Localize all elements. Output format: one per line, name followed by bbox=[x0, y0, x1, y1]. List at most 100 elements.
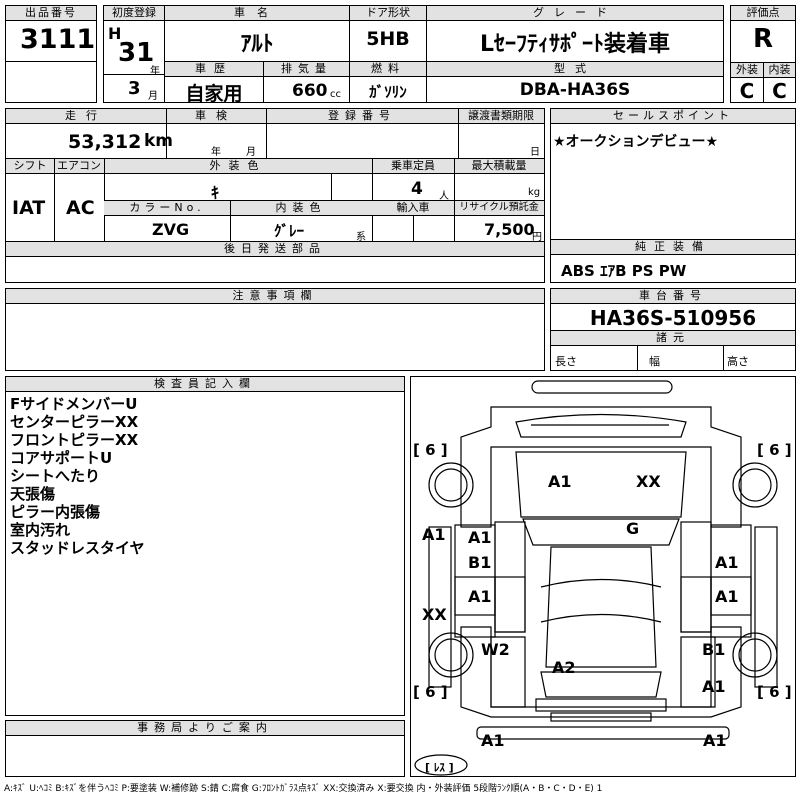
mark-left-fender: A1 bbox=[422, 525, 446, 544]
tire-tread-front-right: [ 6 ] bbox=[757, 441, 792, 459]
inspector-note: コアサポートU bbox=[10, 449, 113, 467]
mileage: 53,312 bbox=[68, 131, 142, 153]
exterior-grade-box: 外装 C bbox=[730, 62, 764, 103]
capacity-label: 乗車定員 bbox=[372, 159, 454, 174]
inspector-note: 天張傷 bbox=[10, 485, 56, 503]
shift: IAT bbox=[12, 197, 46, 219]
score-box: 評価点 R bbox=[730, 5, 796, 63]
mileage-label: 走行 bbox=[6, 109, 166, 124]
inspector-label: 検査員記入欄 bbox=[6, 377, 404, 392]
model-box: 型式 DBA-HA36S bbox=[426, 61, 724, 103]
inspection-year-unit: 年 bbox=[211, 147, 221, 158]
width-label: 幅 bbox=[649, 355, 660, 368]
sales-point-label: セールスポイント bbox=[551, 109, 795, 124]
mark-left-rear-quarter: W2 bbox=[481, 640, 510, 659]
history: 自家用 bbox=[185, 83, 243, 105]
registration-no-label: 登録番号 bbox=[266, 109, 458, 124]
tire-tread-front-left: [ 6 ] bbox=[413, 441, 448, 459]
capacity: 4 bbox=[411, 179, 423, 199]
lot-empty-box bbox=[5, 61, 97, 103]
int-color: ｸﾞﾚｰ bbox=[274, 222, 305, 240]
office-label: 事務局よりご案内 bbox=[6, 721, 404, 736]
fuel-box: 燃料 ｶﾞｿﾘﾝ bbox=[349, 61, 427, 103]
cc-unit: cc bbox=[330, 89, 341, 100]
grade-label: グレード bbox=[427, 6, 723, 21]
person-unit: 人 bbox=[439, 191, 449, 202]
inspection-month-unit: 月 bbox=[246, 147, 256, 158]
exterior-grade: C bbox=[739, 79, 755, 103]
details-block: 走行 車検 登録番号 譲渡書類期限 53,312 km 年 月 日 シフト エア… bbox=[5, 108, 545, 283]
inspector-note: センターピラーXX bbox=[10, 413, 139, 431]
first-registration-box: 初度登録 H 31 年 bbox=[103, 5, 165, 77]
mark-right-rear-lower: A1 bbox=[702, 677, 726, 696]
era-letter: H bbox=[108, 24, 122, 43]
later-parts-label: 後日発送部品 bbox=[6, 242, 544, 257]
year-unit: 年 bbox=[150, 66, 160, 77]
interior-label: 内装 bbox=[764, 63, 795, 78]
lot-number-label: 出品番号 bbox=[6, 6, 96, 21]
equipment-label: 純正装備 bbox=[551, 240, 795, 255]
chassis-number: HA36S-510956 bbox=[589, 306, 757, 330]
height-label: 高さ bbox=[727, 355, 749, 368]
yen-unit: 円 bbox=[532, 232, 542, 243]
inspector-note: ピラー内張傷 bbox=[10, 503, 101, 521]
inspector-note: フロントピラーXX bbox=[10, 431, 139, 449]
car-name-label: 車名 bbox=[165, 6, 349, 21]
specs-label: 諸元 bbox=[551, 331, 795, 346]
car-name: ｱﾙﾄ bbox=[240, 32, 274, 57]
int-color-unit: 系 bbox=[356, 232, 366, 243]
inspector-note: シートへたり bbox=[10, 467, 101, 485]
mark-hood-left: A1 bbox=[548, 472, 572, 491]
registration-month: 3 bbox=[128, 78, 141, 99]
grade: Lｾｰﾌﾃｨｻﾎﾟｰﾄ装着車 bbox=[479, 32, 671, 57]
recycle-fee: 7,500 bbox=[484, 220, 535, 239]
mark-hood-right: XX bbox=[636, 472, 661, 491]
sales-point-box: セールスポイント ★オークションデビュー★ bbox=[550, 108, 796, 240]
displacement: 660 bbox=[292, 81, 328, 101]
fuel: ｶﾞｿﾘﾝ bbox=[369, 83, 407, 101]
history-box: 車歴 自家用 bbox=[164, 61, 264, 105]
import-label: 輸入車 bbox=[372, 201, 454, 216]
kg-unit: kg bbox=[528, 187, 541, 198]
lot-number: 3111 bbox=[20, 24, 96, 55]
mark-rear-right: A1 bbox=[703, 731, 727, 750]
interior-grade: C bbox=[772, 79, 787, 103]
door-box: ドア形状 5HB bbox=[349, 5, 427, 62]
mark-left-front-door-a: A1 bbox=[468, 528, 492, 547]
caution-label: 注意事項欄 bbox=[6, 289, 544, 304]
mark-left-sill: XX bbox=[422, 605, 447, 624]
mark-right-front-door: A1 bbox=[715, 553, 739, 572]
aircon: AC bbox=[66, 197, 95, 219]
model-code: DBA-HA36S bbox=[519, 80, 631, 100]
spare-tire-label: [ ﾚｽ ] bbox=[425, 761, 454, 774]
recycle-label: リサイクル預託金 bbox=[454, 201, 544, 216]
mark-roof: A2 bbox=[552, 658, 576, 677]
aircon-label: エアコン bbox=[54, 159, 104, 174]
door-label: ドア形状 bbox=[350, 6, 426, 21]
mark-right-rear-door: A1 bbox=[715, 587, 739, 606]
transfer-deadline-label: 譲渡書類期限 bbox=[458, 109, 544, 124]
int-color-label: 内装色 bbox=[230, 201, 372, 216]
car-name-box: 車名 ｱﾙﾄ bbox=[164, 5, 350, 62]
model-label: 型式 bbox=[427, 62, 723, 77]
inspector-note: 室内汚れ bbox=[10, 521, 71, 539]
exterior-label: 外装 bbox=[731, 63, 763, 78]
tire-tread-rear-right: [ 6 ] bbox=[757, 683, 792, 701]
score: R bbox=[752, 24, 774, 54]
registration-year: 31 bbox=[118, 38, 155, 68]
grade-box: グレード Lｾｰﾌﾃｨｻﾎﾟｰﾄ装着車 bbox=[426, 5, 724, 62]
transfer-day-unit: 日 bbox=[530, 147, 540, 158]
displacement-label: 排気量 bbox=[264, 62, 349, 77]
chassis-box: 車台番号 HA36S-510956 諸元 長さ 幅 高さ bbox=[550, 288, 796, 371]
door-type: 5HB bbox=[366, 28, 410, 50]
lot-number-box: 出品番号 3111 bbox=[5, 5, 97, 62]
caution-box: 注意事項欄 bbox=[5, 288, 545, 371]
color-no: ZVG bbox=[152, 220, 190, 239]
ext-color-label: 外装色 bbox=[104, 159, 372, 174]
inspector-note: スタッドレスタイヤ bbox=[10, 539, 145, 557]
tire-tread-rear-left: [ 6 ] bbox=[413, 683, 448, 701]
shift-label: シフト bbox=[6, 159, 54, 174]
car-outline-diagram bbox=[414, 380, 778, 776]
